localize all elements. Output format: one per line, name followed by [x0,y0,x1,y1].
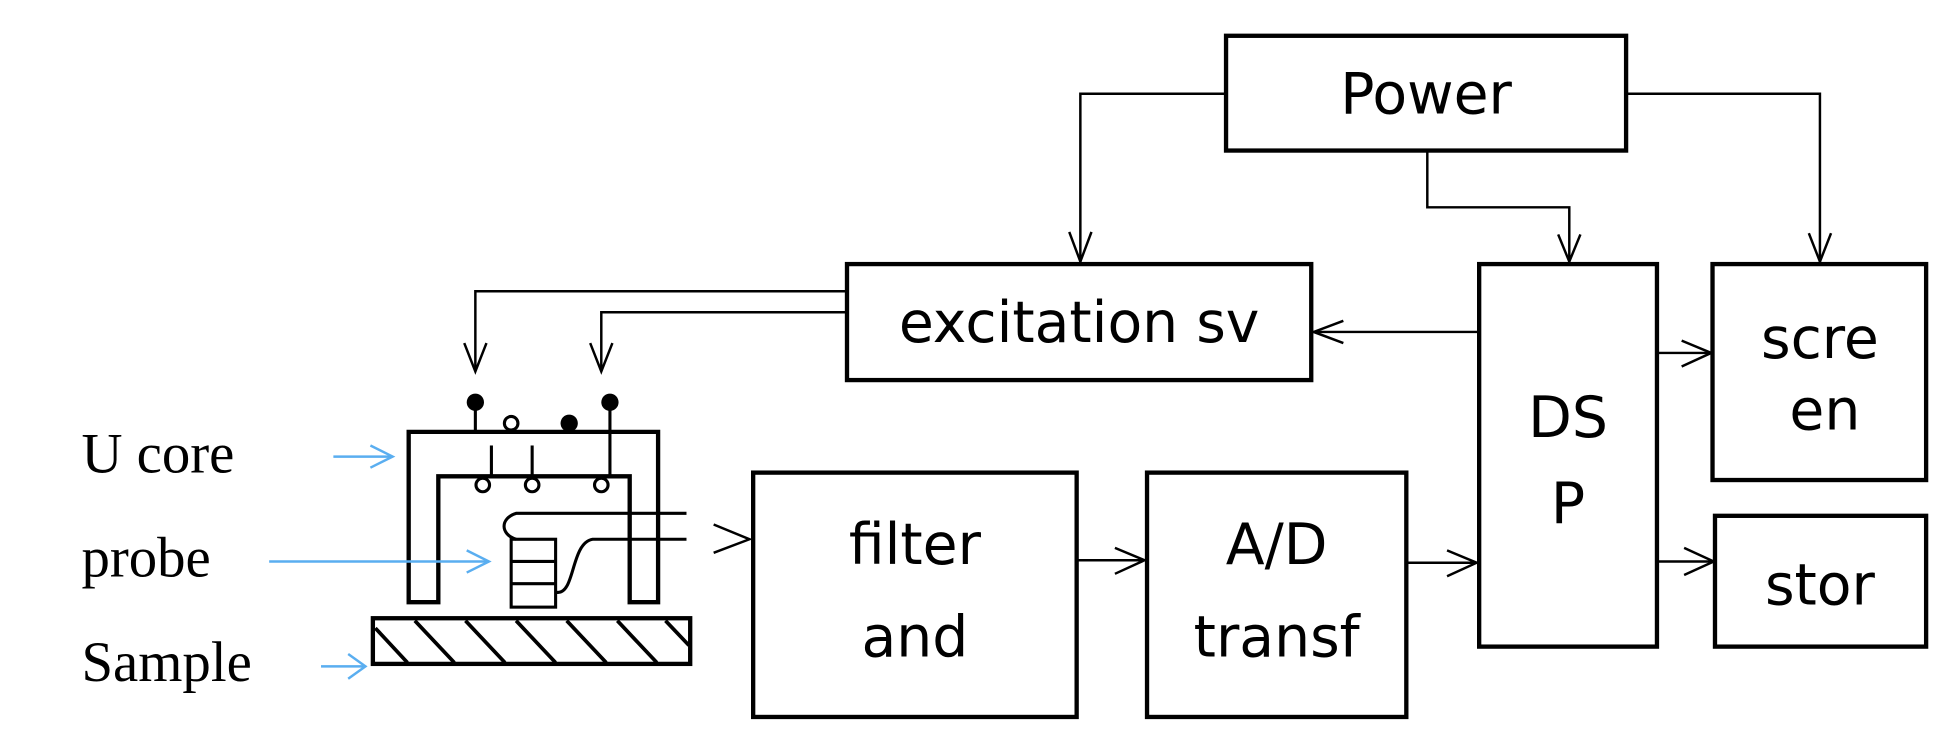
wire-power-to-screen [1626,92,1822,263]
pointer-probe-head [466,549,492,574]
excitation-block: excitation sv [844,261,1314,383]
power-label: Power [1340,62,1512,128]
storage-block: stor [1712,513,1929,649]
probe [502,511,687,609]
probe-body [509,537,558,609]
arrowhead-core-2 [589,342,614,375]
arrowhead-filter-input [713,523,753,554]
wire-excitation-to-core-1 [474,289,847,371]
arrowhead-screen-top [1807,232,1833,265]
arrowhead-dsp-top [1557,233,1582,265]
sample [370,616,693,667]
arrowhead-storage-input [1683,546,1717,577]
adc-block: A/D transf [1144,470,1409,720]
adc-label-line2: transf [1194,605,1362,671]
arrowhead-dsp-input [1446,549,1480,578]
side-annotations: U core probe Sample [81,423,492,694]
dsp-label-line1: DS [1528,385,1608,451]
terminal-filled-2 [560,414,578,432]
filter-block: filter and [751,470,1079,720]
dsp-block: DS P [1477,261,1660,649]
wire-excitation-to-core-2 [600,310,847,371]
terminal-open-1 [502,414,520,432]
power-block: Power [1223,33,1629,153]
core-terminals [466,393,619,494]
pointer-sample-head [347,653,368,680]
arrowhead-excitation-right [1310,319,1344,345]
arrowhead-excitation-top [1068,231,1093,266]
pointer-u-core-head [369,444,396,469]
storage-label: stor [1765,553,1876,619]
sensor-assembly [370,393,693,667]
wire-power-to-excitation [1079,92,1227,263]
arrowhead-screen-input [1681,339,1715,368]
excitation-label: excitation sv [899,290,1260,356]
dsp-label-line2: P [1551,471,1585,537]
terminal-filled-3 [601,393,619,411]
screen-label-line1: scre [1761,306,1879,372]
filter-label-line2: and [861,605,968,671]
arrowhead-adc-input [1114,546,1148,575]
label-u-core: U core [81,423,234,486]
label-probe: probe [81,526,210,589]
connections [463,92,1833,578]
screen-label-line2: en [1789,377,1860,443]
screen-block: scre en [1710,261,1929,483]
arrowhead-core-1 [463,342,488,375]
sample-hatching [373,619,691,664]
terminal-filled-1 [466,393,484,411]
adc-label-line1: A/D [1226,512,1328,578]
terminal-open-3 [523,476,541,494]
terminal-open-2 [474,476,492,494]
filter-label-line1: filter [849,512,982,578]
label-sample: Sample [81,631,251,694]
terminal-open-4 [592,476,610,494]
probe-lead-1 [502,511,687,541]
probe-lead-2 [556,537,687,594]
wire-power-to-dsp [1426,151,1571,263]
